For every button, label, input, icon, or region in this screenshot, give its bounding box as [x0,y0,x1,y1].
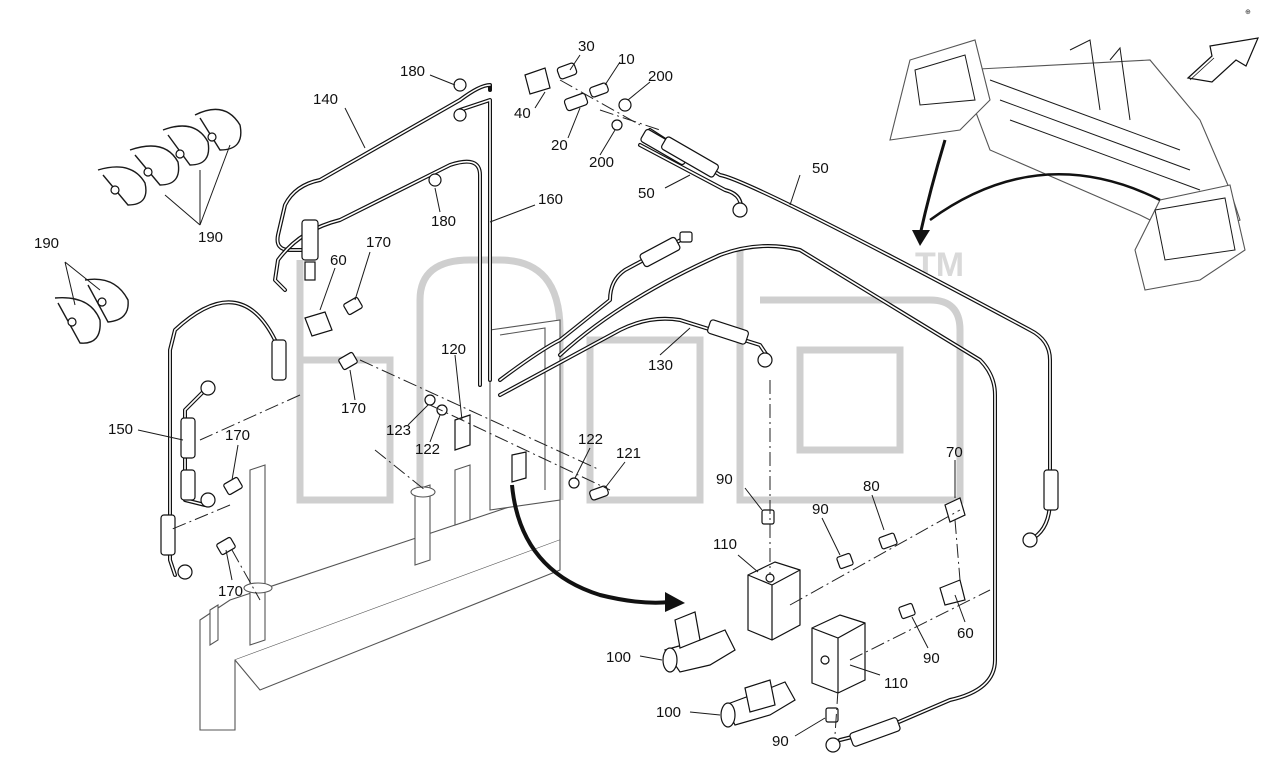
callout-60: 60 [957,625,974,642]
assembly-arrow [510,484,685,612]
callout-190: 190 [198,229,223,246]
callout-10: 10 [618,51,635,68]
callout-90: 90 [772,733,789,750]
callout-110: 110 [713,536,737,553]
clamps-190 [54,108,242,344]
solenoids [662,611,796,728]
adapters [216,62,693,556]
callout-140: 140 [313,91,338,108]
direction-arrow-icon [1186,37,1259,83]
callout-60: 60 [330,252,347,269]
machine-frame [199,319,561,731]
callout-200: 200 [589,154,614,171]
callout-110: 110 [884,675,908,692]
callout-50: 50 [812,160,829,177]
callout-30: 30 [578,38,595,55]
callout-90: 90 [923,650,940,667]
valve-fittings [761,497,966,723]
callout-160: 160 [538,191,563,208]
callout-121: 121 [616,445,641,462]
callout-122: 122 [415,441,440,458]
hose-160 [273,159,482,387]
callout-labels: 30 10 200 40 20 200 180 140 180 160 50 5… [34,38,974,750]
callout-150: 150 [108,421,133,438]
callout-200: 200 [648,68,673,85]
callout-190: 190 [34,235,59,252]
callout-130: 130 [648,357,673,374]
leader-lines [64,54,966,737]
callout-120: 120 [441,341,466,358]
callout-123: 123 [386,422,411,439]
hose-fittings [160,78,1059,753]
corner-mark: ⊕ [1245,9,1251,16]
trademark-text: TM [915,246,964,284]
callout-100: 100 [656,704,681,721]
hose-140 [275,83,492,382]
callout-70: 70 [946,444,963,461]
callout-90: 90 [716,471,733,488]
callout-170: 170 [341,400,366,417]
callout-80: 80 [863,478,880,495]
callout-20: 20 [551,137,568,154]
callout-50: 50 [638,185,655,202]
valve-blocks [747,561,866,694]
callout-90: 90 [812,501,829,518]
callout-180: 180 [400,63,425,80]
callout-40: 40 [514,105,531,122]
machine-overview-illustration [889,39,1246,291]
hose-50 [498,128,1052,742]
hose-130 [498,316,772,397]
callout-170: 170 [218,583,243,600]
center-lines [169,79,991,736]
callout-170: 170 [366,234,391,251]
callout-170: 170 [225,427,250,444]
callout-122: 122 [578,431,603,448]
callout-100: 100 [606,649,631,666]
callout-180: 180 [431,213,456,230]
